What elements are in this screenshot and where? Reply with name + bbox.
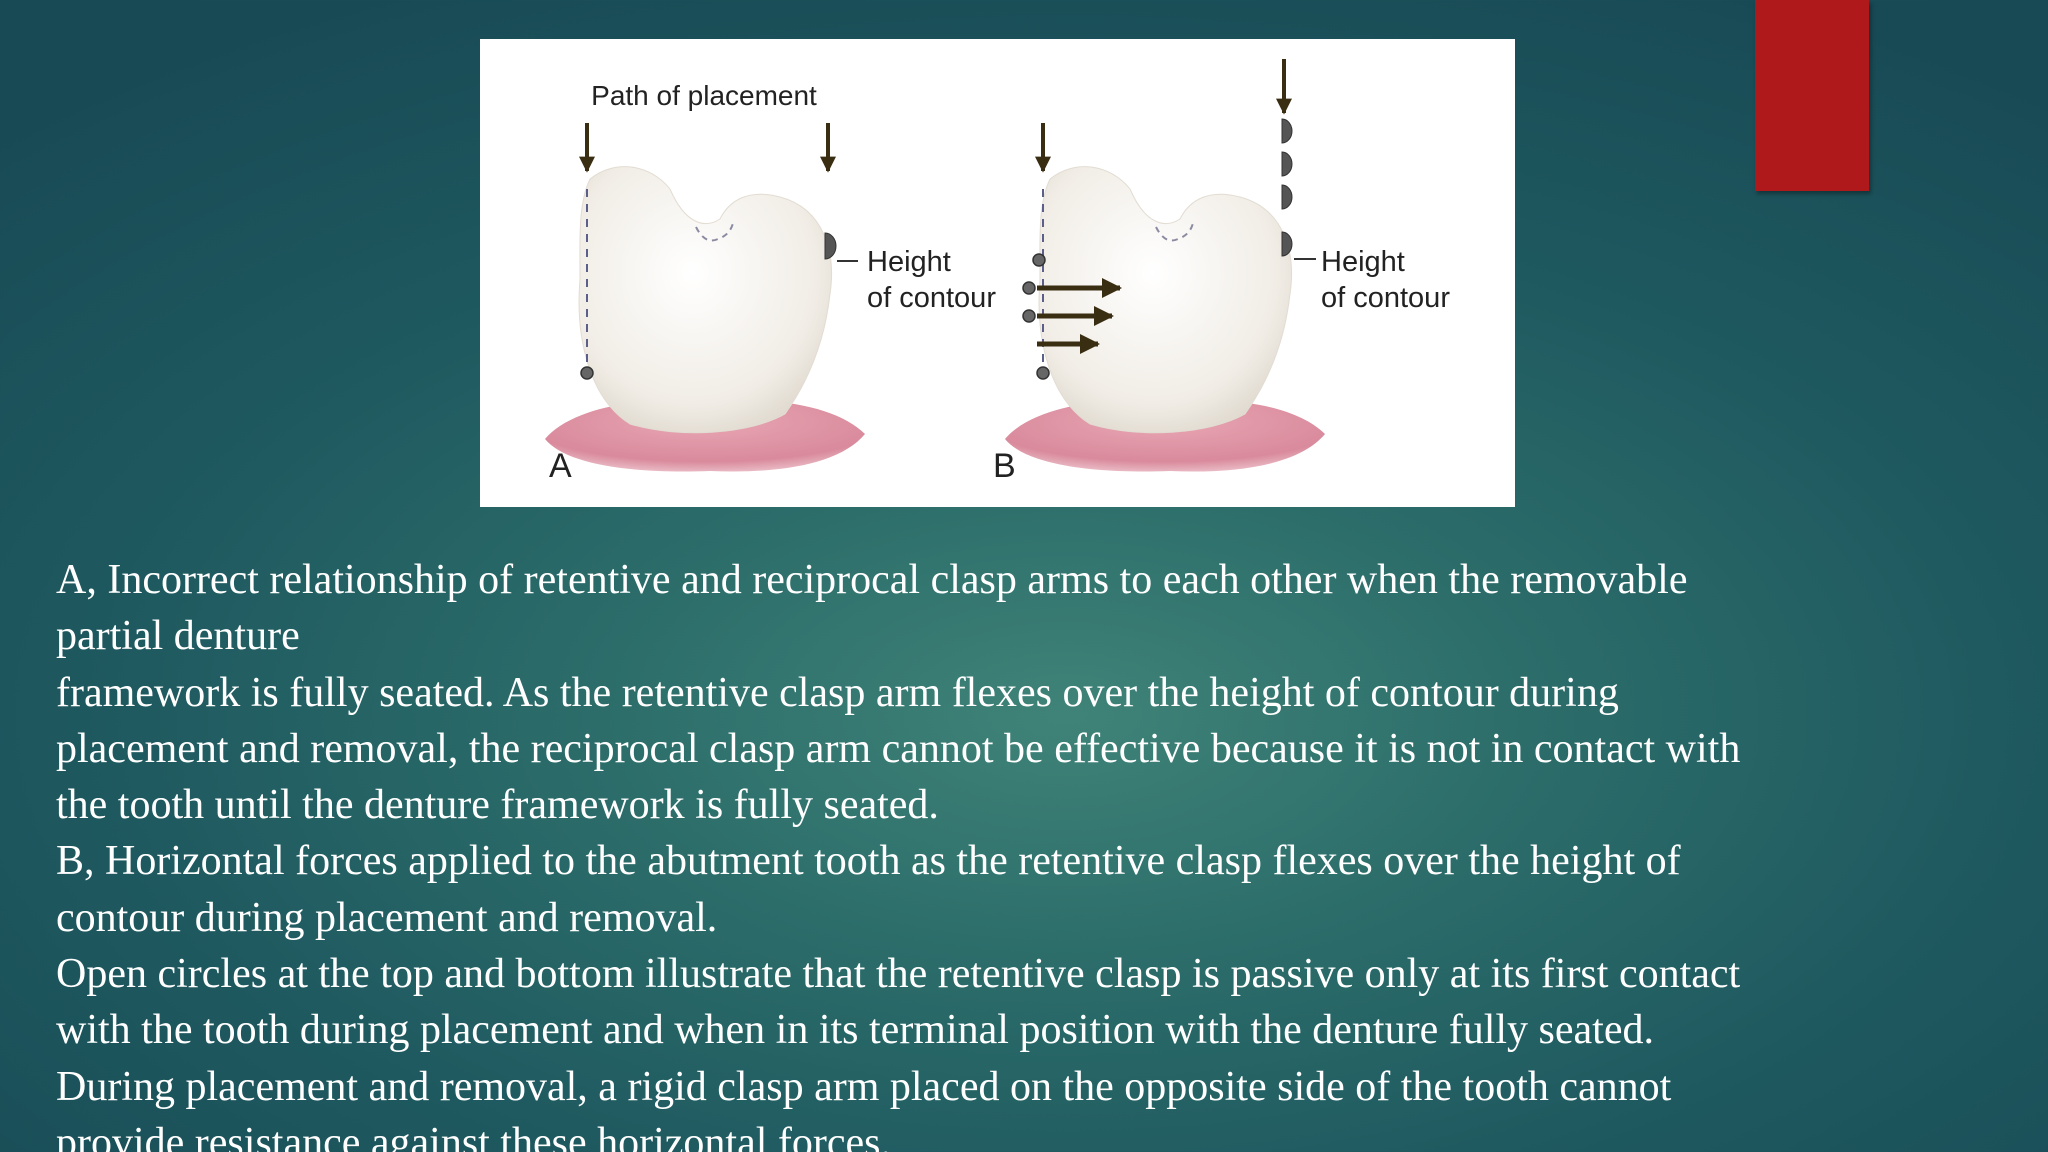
tooth-b <box>1038 166 1293 434</box>
panel-a-group: Path of placement Height of contour A <box>545 80 996 485</box>
height-of-contour-label-a-line1: Height <box>867 246 951 278</box>
reciprocal-clasp-a <box>824 232 837 260</box>
clasp-tip-b <box>1036 366 1050 380</box>
clasp-diagram-svg: Path of placement Height of contour A <box>545 59 1450 485</box>
clasp-position-b-4 <box>1281 231 1293 257</box>
caption-line: A, Incorrect relationship of retentive a… <box>56 557 1688 603</box>
caption-line: partial denture <box>56 613 300 660</box>
fissure-a <box>695 222 734 242</box>
panel-b-label: B <box>993 447 1016 485</box>
panel-a-label: A <box>549 447 572 485</box>
fissure-b <box>1155 222 1194 242</box>
caption-line: During placement and removal, a rigid cl… <box>56 1063 1672 1110</box>
clasp-tip-a <box>580 366 594 380</box>
clasp-circle-b-1 <box>1032 253 1046 267</box>
height-of-contour-label-b-line1: Height <box>1321 246 1405 278</box>
clasp-position-b-2 <box>1281 151 1293 177</box>
tooth-a <box>578 166 833 434</box>
clasp-circle-b-2 <box>1022 281 1036 295</box>
caption-line: placement and removal, the reciprocal cl… <box>56 725 1741 772</box>
path-of-placement-label: Path of placement <box>591 80 817 111</box>
caption-line: framework is fully seated. As the retent… <box>56 669 1619 716</box>
caption-line: with the tooth during placement and when… <box>56 1007 1654 1054</box>
clasp-position-b-1 <box>1281 118 1293 144</box>
clasp-diagram-figure: Path of placement Height of contour A <box>480 39 1515 507</box>
caption-line: Open circles at the top and bottom illus… <box>56 951 1741 998</box>
caption-line: B, Horizontal forces applied to the abut… <box>56 838 1681 885</box>
red-accent-bar <box>1755 0 1869 191</box>
caption-line: provide resistance against these horizon… <box>56 1119 892 1152</box>
clasp-position-b-3 <box>1281 184 1293 210</box>
clasp-circle-b-3 <box>1022 309 1036 323</box>
height-of-contour-label-a-line2: of contour <box>867 282 996 314</box>
height-of-contour-label-b-line2: of contour <box>1321 282 1450 314</box>
caption-line: contour during placement and removal. <box>56 894 718 941</box>
figure-caption: A, Incorrect relationship of retentive a… <box>56 552 2016 1152</box>
caption-line: the tooth until the denture framework is… <box>56 782 939 829</box>
panel-b-group: Height of contour B <box>993 59 1450 485</box>
